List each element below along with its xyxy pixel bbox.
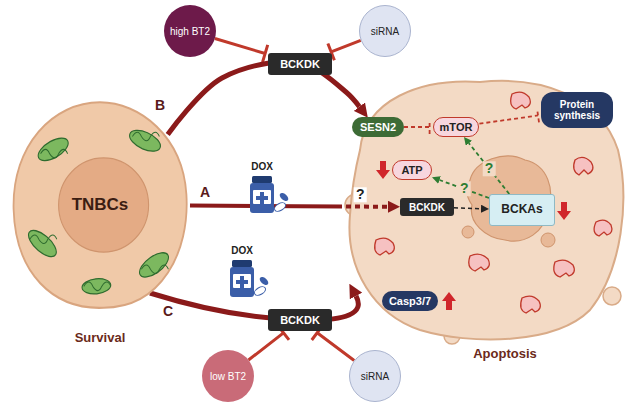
enzyme-pill: Casp3/7 — [382, 291, 438, 311]
node-label: Casp3/7 — [389, 295, 431, 307]
node-label: mTOR — [440, 121, 473, 133]
drug-label: DOX — [251, 161, 273, 172]
node-label: BCKDK — [280, 58, 320, 70]
state-label: Survival — [75, 331, 126, 345]
inhibitor-circle: high BT2 — [164, 5, 216, 57]
node-label: BCKDK — [280, 314, 320, 326]
node-label: SESN2 — [360, 121, 396, 133]
state-label: Apoptosis — [473, 347, 537, 361]
protein-pill: mTOR — [433, 117, 480, 137]
level-arrows — [376, 161, 571, 310]
decrease-arrow — [557, 202, 571, 220]
path-letter: B — [155, 98, 165, 113]
edge-label: ? — [458, 181, 471, 196]
drug-bottle — [230, 260, 270, 297]
activation-connector — [440, 180, 489, 198]
node-label: siRNA — [361, 371, 389, 382]
activation-connector — [454, 207, 481, 209]
node-label: BCKAs — [501, 203, 542, 216]
inhibitor-circle: low BT2 — [202, 350, 254, 402]
increase-arrow — [442, 292, 456, 310]
enzyme-box: BCKDK — [400, 198, 454, 216]
path-letter: A — [200, 185, 210, 200]
inhibition-connector — [215, 38, 268, 62]
path-letter: C — [163, 304, 173, 319]
apoptotic-cell — [345, 81, 623, 344]
edge-label: ? — [483, 161, 496, 176]
decrease-arrow — [376, 161, 390, 179]
node-label: low BT2 — [210, 371, 246, 382]
node-label: TNBCs — [72, 196, 129, 215]
metabolite-box: BCKAs — [489, 194, 555, 226]
sirna-circle: siRNA — [349, 350, 401, 402]
process-pill: Protein synthesis — [541, 92, 613, 128]
enzyme-box: BCKDK — [268, 53, 332, 75]
activation-connector — [469, 143, 509, 194]
drug-label: DOX — [231, 245, 253, 256]
node-label: ATP — [401, 164, 422, 176]
metabolite-pill: ATP — [392, 160, 432, 180]
inhibition-connector — [479, 109, 539, 124]
edge-label: ? — [354, 187, 367, 202]
inhibition-connector — [328, 40, 361, 60]
activation-connector — [190, 206, 388, 207]
node-label: Protein synthesis — [548, 99, 606, 121]
cancer-cell: TNBCs — [10, 98, 190, 312]
inhibition-connector — [404, 120, 430, 134]
enzyme-box: BCKDK — [268, 309, 332, 331]
node-label: high BT2 — [170, 26, 210, 37]
node-label: BCKDK — [409, 202, 445, 213]
drug-bottle — [250, 176, 290, 213]
node-label: siRNA — [371, 26, 399, 37]
protein-pill: SESN2 — [352, 117, 404, 137]
sirna-circle: siRNA — [359, 5, 411, 57]
